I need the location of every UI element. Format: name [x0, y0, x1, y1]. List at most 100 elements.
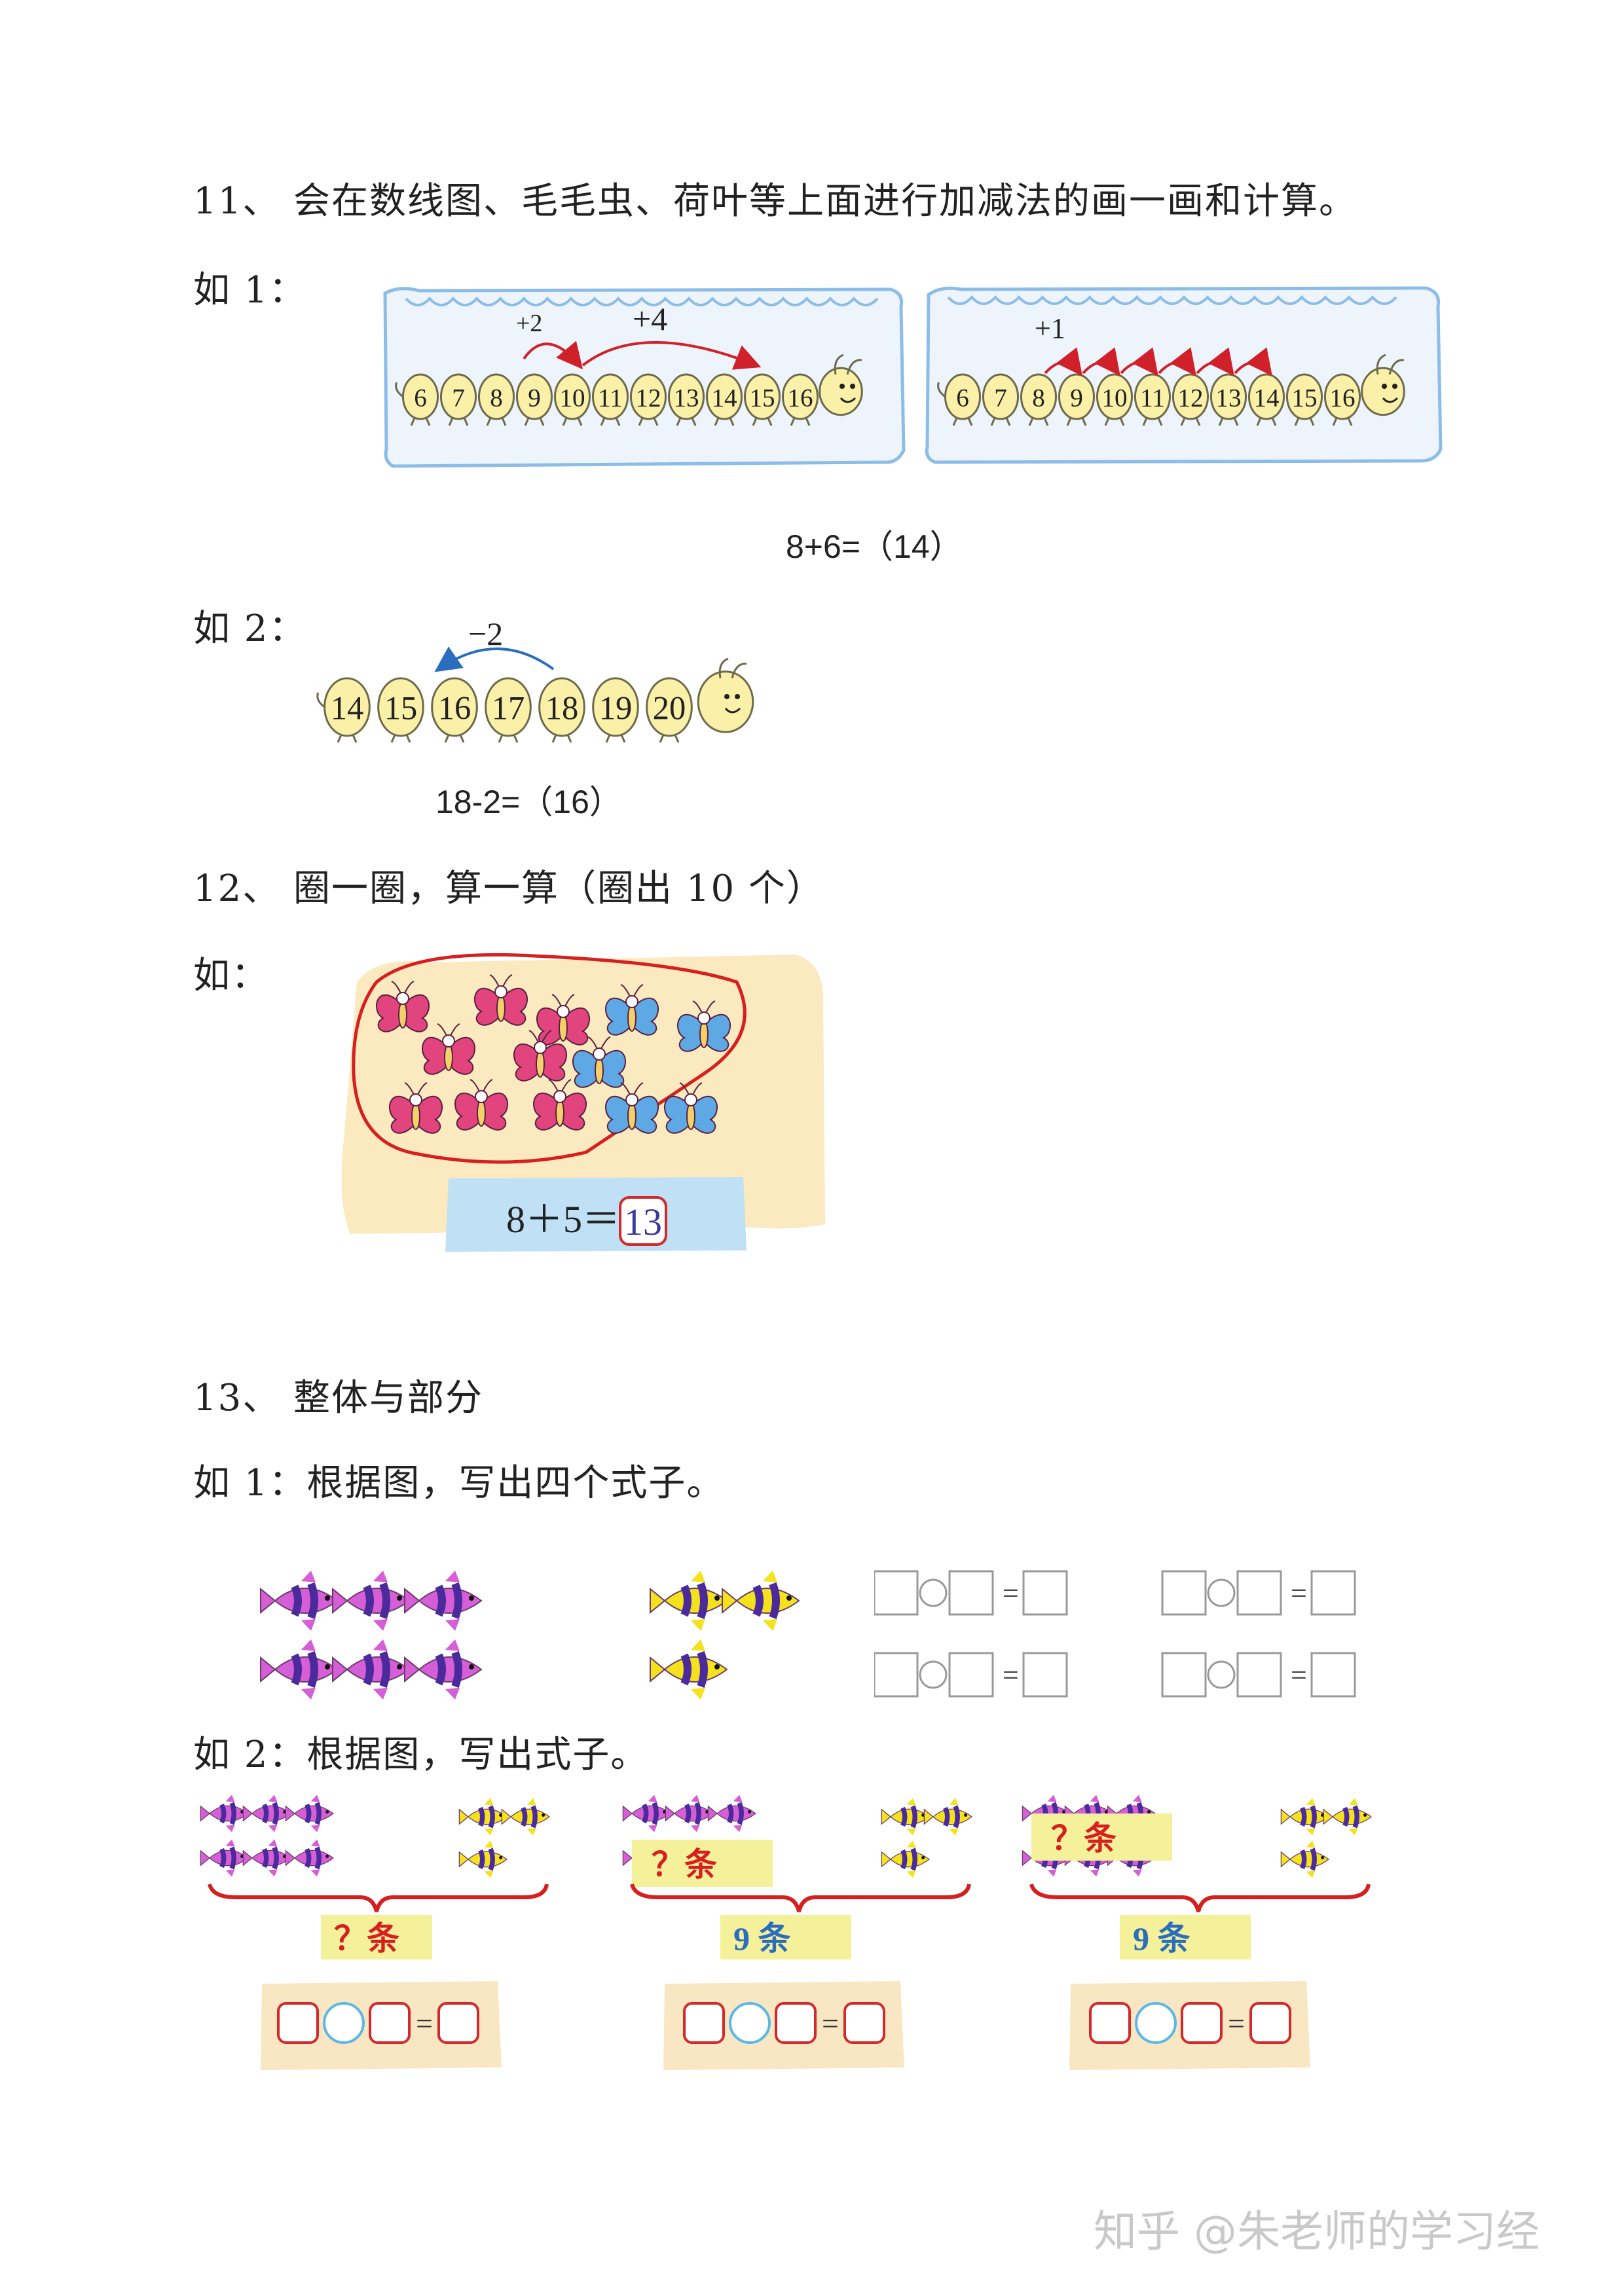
blank-box[interactable] [1161, 1652, 1207, 1698]
butterfly-icon [605, 984, 659, 1036]
butterfly-icon [513, 1030, 567, 1082]
jump-arrows-plus-1 [1044, 347, 1272, 376]
blank-box[interactable] [1236, 1652, 1282, 1698]
equals-sign: = [1003, 1659, 1019, 1691]
fish-icon [404, 1571, 483, 1631]
segment-number: 11 [598, 384, 623, 412]
fish-icon [881, 1840, 930, 1878]
caterpillar-segment [743, 373, 781, 420]
whole-part-panel-1: ？条 = [200, 1795, 550, 2070]
fish-icon [285, 1795, 334, 1832]
operator-circle[interactable] [919, 1578, 948, 1607]
jump-arrow-plus-2 [523, 340, 583, 370]
nine-label-whole: 9 条 [733, 1920, 791, 1957]
fish-icon [332, 1571, 411, 1631]
blank-box[interactable] [948, 1652, 994, 1698]
fish-icon [1280, 1798, 1329, 1836]
equation-template: = [874, 1570, 1068, 1616]
fish-icon [242, 1795, 291, 1832]
blank-box[interactable] [369, 2002, 411, 2044]
segment-number: 15 [384, 689, 418, 726]
blank-box[interactable] [1181, 2002, 1223, 2044]
operator-circle[interactable] [1207, 1578, 1236, 1607]
caterpillar-head [1361, 367, 1405, 416]
drawn-circle-around-10 [352, 953, 747, 1164]
blank-box[interactable] [1022, 1652, 1068, 1698]
section-12-example-label: 如： [193, 955, 269, 997]
jump-arrow [1158, 347, 1196, 376]
whole-part-panel-2: ？条 9 条 = [622, 1795, 972, 2070]
blank-box[interactable] [1249, 2002, 1291, 2044]
section-11-title: 11、 会在数线图、毛毛虫、荷叶等上面进行加减法的画一画和计算。 [193, 180, 1357, 223]
segment-number: 19 [599, 689, 633, 726]
label-card-top [1031, 1813, 1172, 1861]
section-12-title: 12、 圈一圈，算一算（圈出 10 个） [193, 867, 824, 910]
caterpillar-segment [485, 677, 532, 737]
caterpillar-segment [646, 677, 693, 737]
watermark: 知乎 @朱老师的学习经 [1094, 2206, 1540, 2257]
blank-box[interactable] [843, 2002, 885, 2044]
segment-number: 13 [1215, 384, 1241, 412]
blank-box[interactable] [1089, 2002, 1131, 2044]
blank-box[interactable] [1022, 1570, 1068, 1616]
butterfly-circle-panel: 8＋5＝ 13 [341, 953, 825, 1252]
segment-number: 15 [1291, 384, 1317, 412]
section-11-example-2-label: 如 2： [193, 608, 307, 650]
segment-number: 14 [711, 384, 737, 412]
operator-circle[interactable] [323, 2002, 365, 2044]
operator-circle[interactable] [729, 2002, 771, 2044]
butterfly-icon [533, 1079, 587, 1131]
fish-icon [404, 1639, 483, 1700]
equation-18-minus-2: 18-2=（16） [435, 784, 622, 820]
blank-box[interactable] [683, 2002, 725, 2044]
butterfly-icon [677, 1000, 731, 1052]
segment-number: 16 [787, 384, 813, 412]
caterpillar-segment [667, 373, 705, 420]
question-label-part: ？条 [1051, 1820, 1116, 1857]
jump-label-plus-4: +4 [633, 301, 667, 337]
butterfly-icon [454, 1079, 508, 1131]
question-label-part: ？条 [652, 1846, 717, 1883]
caterpillar-segment [431, 677, 478, 737]
blank-box[interactable] [437, 2002, 479, 2044]
blank-box[interactable] [874, 1652, 919, 1698]
equation-8-plus-5: 8＋5＝ [506, 1198, 620, 1241]
caterpillar-segment [592, 677, 639, 737]
operator-circle[interactable] [1135, 2002, 1177, 2044]
fish-icon [1323, 1798, 1372, 1836]
fish-icon [285, 1839, 334, 1877]
equals-sign: = [822, 2007, 839, 2040]
whole-part-panel-3: ？条 9 条 = [1022, 1795, 1372, 2070]
segment-number: 16 [1329, 384, 1355, 412]
fish-icon [242, 1839, 291, 1877]
jump-arrow [1082, 347, 1120, 376]
answer-equation-template: = [277, 2002, 479, 2044]
blank-box[interactable] [948, 1570, 994, 1616]
blank-box[interactable] [1236, 1570, 1282, 1616]
equation-template: = [874, 1652, 1068, 1698]
equation-8-plus-6: 8+6=（14） [786, 528, 963, 565]
blank-box[interactable] [1310, 1570, 1356, 1616]
blank-box[interactable] [277, 2002, 319, 2044]
fish-icon [707, 1795, 756, 1832]
caterpillar-segment [538, 677, 585, 737]
segment-number: 7 [452, 384, 465, 412]
fish-icon [200, 1839, 249, 1877]
blank-box[interactable] [1161, 1570, 1207, 1616]
operator-circle[interactable] [919, 1660, 948, 1689]
label-card-bottom [720, 1915, 851, 1959]
fish-icon [458, 1840, 507, 1878]
segment-number: 7 [994, 384, 1007, 412]
blank-box[interactable] [1310, 1652, 1356, 1698]
caterpillar-segment [439, 373, 477, 420]
blank-box[interactable] [775, 2002, 817, 2044]
jump-arrow [1196, 347, 1234, 376]
equals-sign: = [1291, 1577, 1307, 1609]
operator-circle[interactable] [1207, 1660, 1236, 1689]
blank-box[interactable] [874, 1570, 919, 1616]
answer-equation-template: = [1089, 2002, 1291, 2044]
fish-icon [722, 1571, 800, 1631]
caterpillar-segment [1285, 373, 1323, 420]
